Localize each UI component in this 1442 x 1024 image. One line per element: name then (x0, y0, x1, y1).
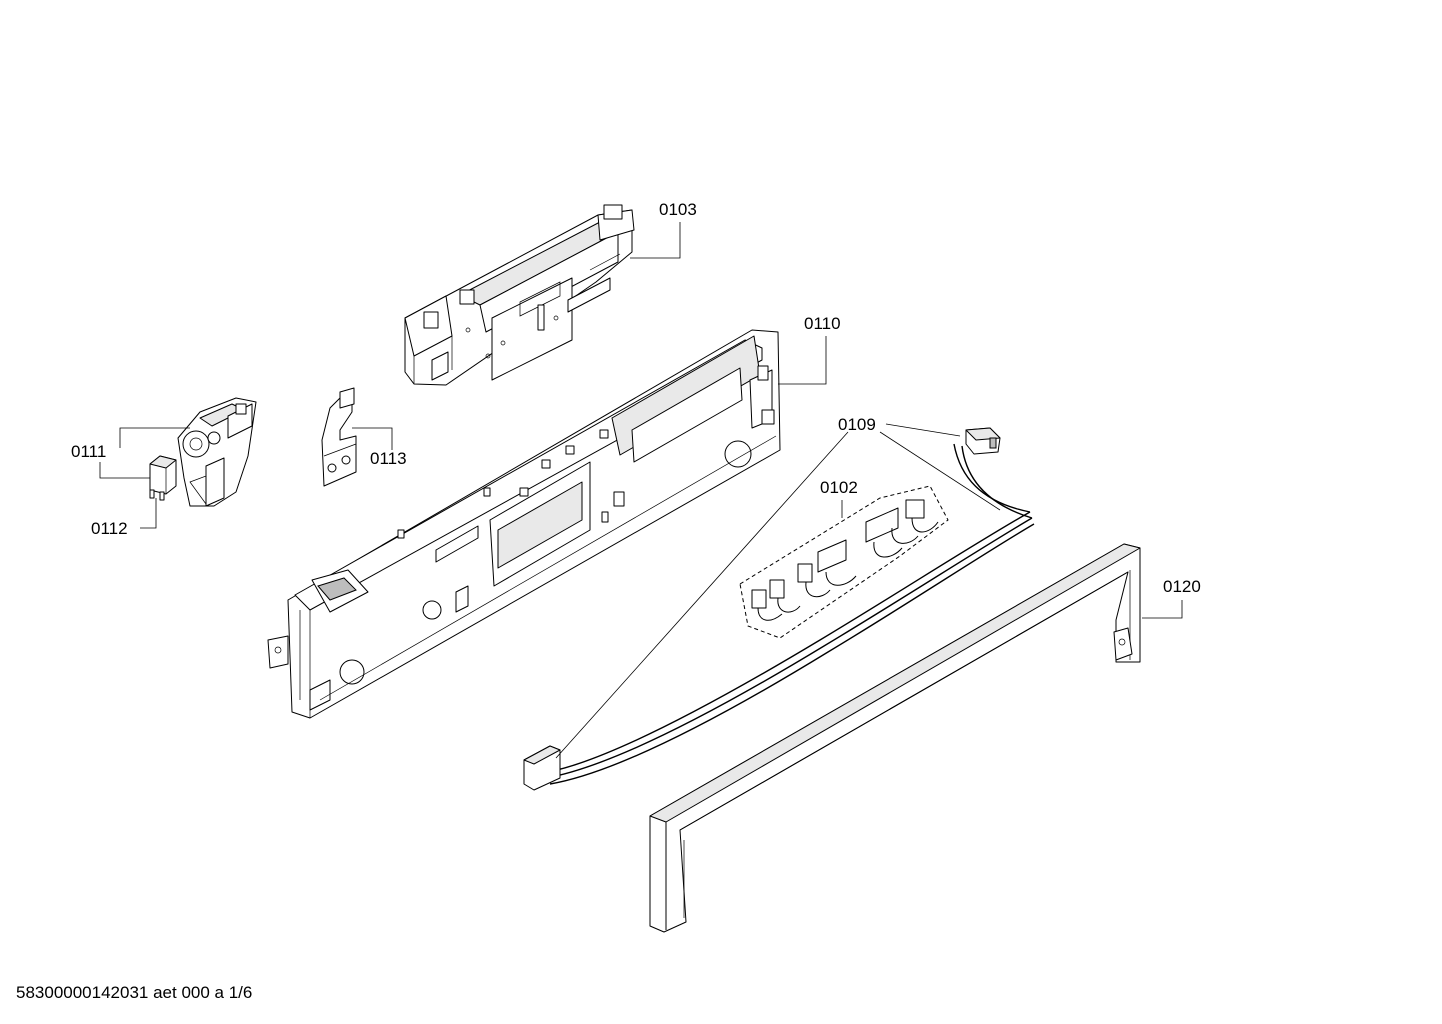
label-0113: 0113 (370, 449, 407, 468)
label-0110: 0110 (804, 314, 841, 333)
leader-lines (99, 222, 1183, 759)
part-0120-trim-strip (649, 543, 1141, 933)
part-0112-relay (149, 455, 177, 501)
label-0111: 0111 (71, 442, 107, 461)
part-0110-panel-frame (267, 329, 781, 719)
label-0102: 0102 (820, 478, 858, 497)
drawing-code: 58300000142031 aet 000 a 1/6 (16, 983, 253, 1002)
part-0113-bracket (321, 387, 357, 487)
label-0112: 0112 (91, 519, 128, 538)
part-0103-control-module (404, 204, 635, 386)
label-0103: 0103 (659, 200, 697, 219)
part-0109-wiring-harness (523, 427, 1035, 791)
part-0111-door-switch (177, 397, 257, 507)
label-0120: 0120 (1163, 577, 1201, 596)
part-0102-connector-group (739, 485, 949, 639)
label-0109: 0109 (838, 415, 876, 434)
